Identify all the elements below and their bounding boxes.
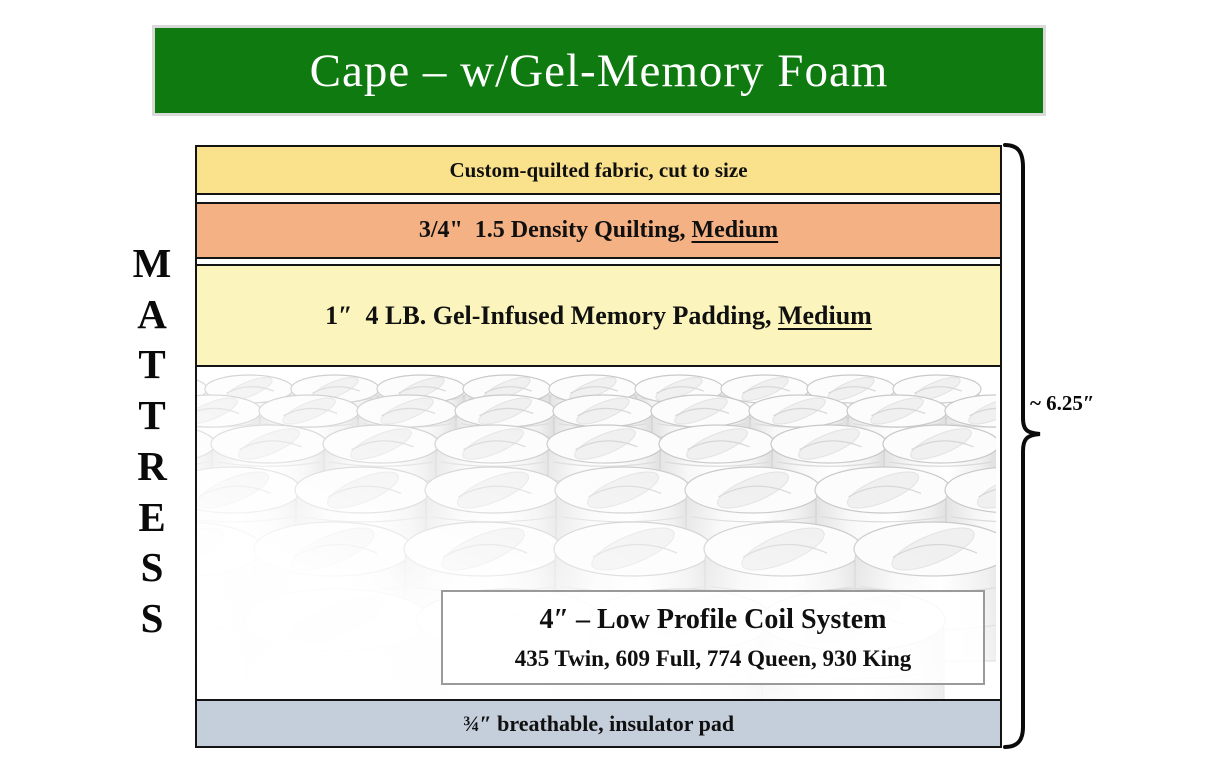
coil-system-title: 4″ – Low Profile Coil System: [539, 603, 887, 635]
layer-gel-memory-padding-label: 1″ 4 LB. Gel-Infused Memory Padding, Med…: [325, 301, 872, 331]
side-letter: T: [138, 392, 166, 439]
layer-density-quilting-label: 3/4" 1.5 Density Quilting, Medium: [419, 217, 778, 244]
layer-insulator-pad-label: ¾″ breathable, insulator pad: [462, 710, 735, 736]
layer-quilted-fabric: Custom-quilted fabric, cut to size: [197, 147, 1000, 195]
layer-density-quilting: 3/4" 1.5 Density Quilting, Medium: [197, 202, 1000, 259]
pocket-coil-image: [197, 367, 996, 699]
mattress-vertical-label: M A T T R E S S: [124, 243, 180, 639]
layer-gel-memory-padding: 1″ 4 LB. Gel-Infused Memory Padding, Med…: [197, 264, 1000, 367]
layer-gap: [197, 195, 1000, 202]
side-letter: S: [140, 594, 164, 641]
side-letter: A: [137, 290, 167, 337]
side-letter: R: [137, 442, 167, 489]
layer-quilted-fabric-label: Custom-quilted fabric, cut to size: [449, 157, 748, 182]
memory-firmness-label: Medium: [777, 300, 872, 330]
title-banner: Cape – w/Gel-Memory Foam: [152, 25, 1046, 116]
coil-count-by-size: 435 Twin, 609 Full, 774 Queen, 930 King: [514, 645, 912, 671]
side-letter: E: [138, 493, 166, 540]
mattress-cross-section: Custom-quilted fabric, cut to size 3/4" …: [195, 145, 1002, 748]
side-letter: M: [132, 240, 172, 286]
layer-gap: [197, 259, 1000, 264]
page-title: Cape – w/Gel-Memory Foam: [309, 44, 889, 97]
height-brace: [1003, 143, 1041, 749]
side-letter: S: [140, 544, 164, 591]
side-letter: T: [138, 341, 166, 388]
memory-label-text: 1″ 4 LB. Gel-Infused Memory Padding,: [325, 300, 778, 330]
total-height-label: ~ 6.25″: [1030, 391, 1095, 415]
quilting-firmness-label: Medium: [691, 217, 779, 243]
quilting-label-text: 3/4" 1.5 Density Quilting,: [418, 217, 692, 243]
layer-insulator-pad: ¾″ breathable, insulator pad: [197, 699, 1000, 746]
coil-system-callout: 4″ – Low Profile Coil System 435 Twin, 6…: [441, 590, 985, 685]
coil-system-section: 4″ – Low Profile Coil System 435 Twin, 6…: [197, 367, 1000, 699]
